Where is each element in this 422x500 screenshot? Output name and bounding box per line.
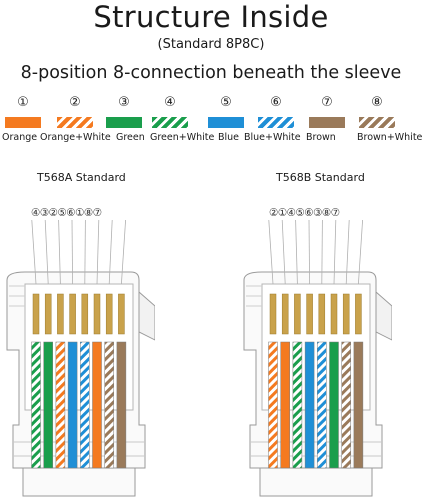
t568a-gold-contact-3 (57, 293, 64, 335)
t568b-pin-lead-8 (358, 220, 363, 285)
wire-label-5: Blue (218, 132, 240, 143)
t568a-pin-lead-5 (84, 220, 86, 285)
t568b-latch (375, 290, 392, 341)
t568a-gold-contact-6 (93, 293, 101, 335)
t568b-pin-lead-5 (321, 220, 323, 285)
t568b-pin-lead-7 (345, 220, 350, 285)
wire-label-7: Brown (306, 132, 336, 143)
wire-swatch-6 (258, 117, 294, 128)
t568a-wire-8 (116, 341, 127, 469)
t568b-pin-lead-6 (333, 220, 337, 285)
t568b-wire-5 (317, 341, 327, 469)
wire-number-3: ③ (118, 95, 130, 110)
t568a-wire-2 (43, 341, 53, 469)
wire-label-3: Green (116, 132, 145, 143)
t568b-gold-contact-4 (306, 293, 313, 335)
wire-label-2: Orange+White (40, 132, 111, 143)
wire-swatch-5 (208, 117, 244, 128)
wire-label-6: Blue+White (244, 132, 301, 143)
t568a-gold-contact-2 (44, 293, 52, 335)
t568a-latch (138, 290, 155, 341)
t568b-gold-contact-2 (281, 293, 289, 335)
t568b-gold-contact-1 (269, 293, 277, 335)
wire-number-6: ⑥ (270, 95, 282, 110)
t568b-wire-2 (280, 341, 290, 469)
wire-number-1: ① (17, 95, 29, 110)
t568b-pin-lead-3 (295, 220, 298, 285)
t568a-wire-5 (80, 341, 90, 469)
t568a-wire-7 (104, 341, 114, 469)
wire-label-4: Green+White (150, 132, 215, 143)
t568a-pin-lead-3 (58, 220, 61, 285)
t568b-wire-7 (341, 341, 351, 469)
t568a-strain-relief (22, 467, 136, 497)
t568a-connector (6, 220, 155, 497)
t568a-gold-contact-4 (69, 293, 76, 335)
t568b-gold-contact-8 (355, 293, 362, 335)
wire-swatch-7 (309, 117, 345, 128)
page-subtitle: (Standard 8P8C) (157, 37, 265, 52)
t568b-strain-relief (259, 467, 373, 497)
t568a-title: T568A Standard (37, 171, 126, 184)
t568a-contact-window (24, 283, 134, 411)
t568b-title: T568B Standard (276, 171, 365, 184)
t568b-wire-6 (329, 341, 339, 469)
t568a-gold-contact-7 (105, 293, 113, 335)
t568b-wire-3 (292, 341, 303, 469)
t568b-wire-1 (268, 341, 278, 469)
wire-number-5: ⑤ (220, 95, 232, 110)
wire-number-7: ⑦ (321, 95, 333, 110)
wire-label-8: Brown+White (357, 132, 422, 143)
wire-swatch-1 (5, 117, 41, 128)
wire-swatch-4 (152, 117, 188, 128)
t568b-pin-lead-1 (268, 220, 274, 285)
t568b-connector (243, 220, 392, 497)
wire-label-1: Orange (2, 132, 38, 143)
t568a-wire-4 (67, 341, 78, 469)
t568a-gold-contact-5 (81, 293, 89, 335)
t568a-gold-contact-8 (118, 293, 125, 335)
t568a-pin-lead-8 (121, 220, 126, 285)
t568b-pin-lead-4 (308, 220, 310, 285)
t568a-wire-1 (31, 341, 41, 469)
t568b-gold-contact-5 (318, 293, 326, 335)
t568b-gold-contact-3 (294, 293, 301, 335)
t568a-pin-order: ④③②⑤⑥①⑧⑦ (31, 207, 102, 219)
t568a-pin-lead-7 (108, 220, 113, 285)
page-title: Structure Inside (93, 0, 329, 34)
t568a-pin-lead-4 (71, 220, 73, 285)
t568b-wire-4 (304, 341, 315, 469)
wire-swatch-3 (106, 117, 142, 128)
t568a-wire-6 (92, 341, 102, 469)
wire-swatch-8 (359, 117, 395, 128)
tagline: 8-position 8-connection beneath the slee… (20, 63, 402, 83)
wire-swatch-2 (57, 117, 93, 128)
t568a-pin-lead-6 (96, 220, 100, 285)
t568b-pin-order: ②①④⑤⑥③⑧⑦ (269, 207, 340, 219)
t568a-pin-lead-2 (44, 220, 49, 285)
t568a-wire-3 (55, 341, 66, 469)
t568b-gold-contact-6 (330, 293, 338, 335)
wire-number-2: ② (69, 95, 81, 110)
wire-number-4: ④ (164, 95, 176, 110)
t568a-pin-lead-1 (31, 220, 37, 285)
t568b-gold-contact-7 (342, 293, 350, 335)
wire-number-8: ⑧ (371, 95, 383, 110)
t568a-gold-contact-1 (32, 293, 40, 335)
t568b-pin-lead-2 (281, 220, 286, 285)
t568b-contact-window (261, 283, 371, 411)
t568b-wire-8 (353, 341, 364, 469)
